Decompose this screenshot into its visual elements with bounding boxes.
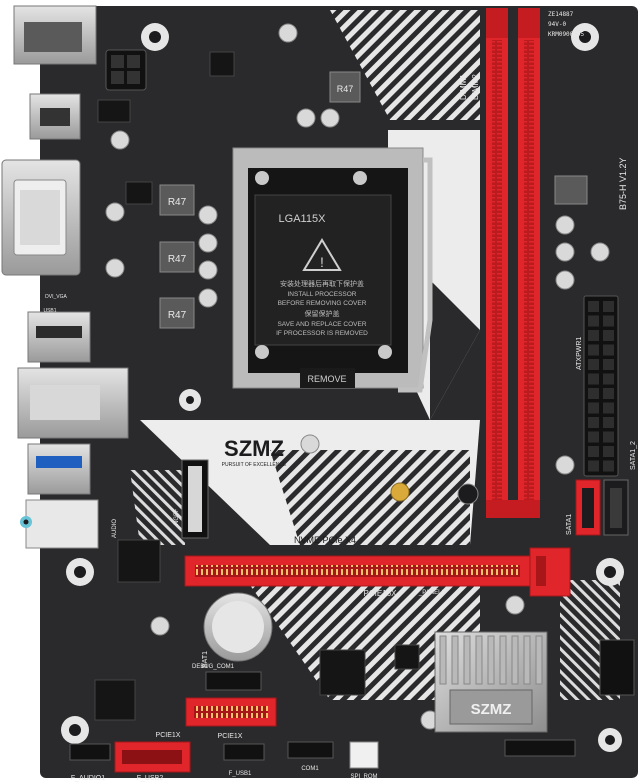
dimm-slots: [486, 8, 540, 518]
atx-pin: [588, 388, 599, 399]
m2-label: NGFF: [174, 508, 180, 525]
spi-label: SPI_ROM: [350, 774, 377, 780]
atx-pin: [603, 446, 614, 457]
heatsink-fin: [439, 635, 447, 685]
atx-pin: [603, 315, 614, 327]
svg-text:!: !: [320, 254, 324, 270]
rear-io: [1, 5, 129, 549]
battery-label: BAT1: [202, 651, 209, 668]
atx-pin: [603, 301, 614, 312]
socket-remove-label: REMOVE: [307, 374, 346, 384]
atx-pin: [603, 460, 614, 472]
heatsink-fin: [511, 635, 519, 685]
model-label: B75-H V1.2Y: [618, 157, 628, 210]
brand-tagline: PURSUIT OF EXCELLENCE: [222, 462, 287, 468]
socket-warning-1: 安装处理器后再取下保护盖: [280, 279, 364, 288]
usb2-label: F_USB2: [137, 775, 164, 782]
dimm1-label: DIMM1: [459, 74, 468, 100]
atxpwr-label: ATXPWR1: [576, 337, 583, 370]
atx-pin: [603, 431, 614, 443]
debug-label: DEBUG_COM1: [192, 664, 235, 670]
socket-warning-5: SAVE AND REPLACE COVER: [277, 321, 366, 328]
socket-warning-2: INSTALL PROCESSOR: [288, 291, 357, 298]
pcie16-label: PCIE16X: [364, 589, 398, 598]
silk-stripes-pcie: [250, 585, 480, 700]
code-1: ZE14887: [548, 11, 574, 18]
usb1-label: F_USB1: [229, 771, 252, 777]
pcie-x16-slot: [184, 547, 571, 597]
atx-pin: [588, 301, 599, 312]
audio-header-label: F_AUDIO1: [71, 775, 105, 782]
silk-triangle: [430, 280, 480, 420]
heatsink-logo: SZMZ: [471, 701, 512, 718]
choke-label-2: R47: [168, 254, 187, 265]
cpu-socket: !: [232, 147, 433, 393]
mount-holes: [61, 23, 624, 752]
sata1-label: SATA1: [566, 514, 573, 535]
atx-pin: [588, 431, 599, 443]
atx-pin: [603, 402, 614, 414]
atx-pin: [588, 402, 599, 414]
chipset-heatsink: [434, 631, 548, 733]
com1-label: COM1: [301, 766, 319, 772]
atx-pin: [588, 417, 599, 428]
ics: [94, 51, 420, 721]
nvme-label: NVME PCIe X4: [294, 535, 356, 545]
heatsink-fin: [451, 635, 459, 685]
atx-pin: [603, 344, 614, 356]
pcie-x1-slot: [185, 697, 277, 727]
heatsink-fin: [523, 635, 531, 685]
atx-pin: [588, 373, 599, 385]
dvi-vga-label: DVI_VGA: [45, 294, 67, 300]
atx-pin: [588, 315, 599, 327]
socket-warning-6: IF PROCESSOR IS REMOVED: [276, 330, 368, 337]
atx-pin: [588, 460, 599, 472]
heatsink-fin: [463, 635, 471, 685]
fpanel-label: F_PANEL1: [415, 590, 445, 596]
brand-logo: SZMZ: [224, 436, 284, 461]
cpu-power-connector: [105, 49, 147, 91]
silk-stripes-left: [130, 470, 185, 545]
sata-ports: [575, 479, 629, 536]
code-3: KRM0900-05: [548, 31, 585, 38]
heatsink-fin: [487, 635, 495, 685]
atx-pin: [588, 359, 599, 370]
atx-pin: [603, 373, 614, 385]
atx-pin: [588, 344, 599, 356]
atx-pin: [603, 330, 614, 341]
bottom-headers: [69, 639, 635, 773]
atx-power-connector: [583, 295, 619, 477]
audio-label: AUDIO: [112, 519, 118, 538]
sata2-label: SATA1_2: [630, 441, 637, 470]
silk-panel-top: [330, 10, 480, 120]
choke-label-1: R47: [168, 197, 187, 208]
choke-label-4: R47: [337, 84, 354, 94]
atx-pin: [603, 417, 614, 428]
socket-warning-3: BEFORE REMOVING COVER: [278, 300, 367, 307]
heatsink-fin: [499, 635, 507, 685]
atx-pin: [588, 446, 599, 457]
socket-warning-4: 保留保护盖: [305, 309, 340, 318]
dimm2-label: DIMM2: [471, 74, 480, 100]
heatsink-fin: [535, 635, 543, 685]
choke-label-3: R47: [168, 310, 187, 321]
m2-standoff: [390, 482, 410, 502]
socket-label: LGA115X: [279, 213, 327, 225]
pcie1b-label: PCIE1X: [156, 732, 181, 739]
silk-stripes-mid: [270, 450, 470, 545]
code-2: 94V-0: [548, 21, 566, 28]
cmos-battery: [203, 592, 273, 662]
atx-pin: [603, 388, 614, 399]
atx-pin: [603, 359, 614, 370]
atx-pin: [588, 330, 599, 341]
usb-rear-label: USB1: [43, 308, 56, 314]
heatsink-fin: [475, 635, 483, 685]
vrm-chokes: [159, 71, 588, 329]
m2-slot: [181, 459, 209, 539]
pcie1-label: PCIE1X: [218, 733, 243, 740]
